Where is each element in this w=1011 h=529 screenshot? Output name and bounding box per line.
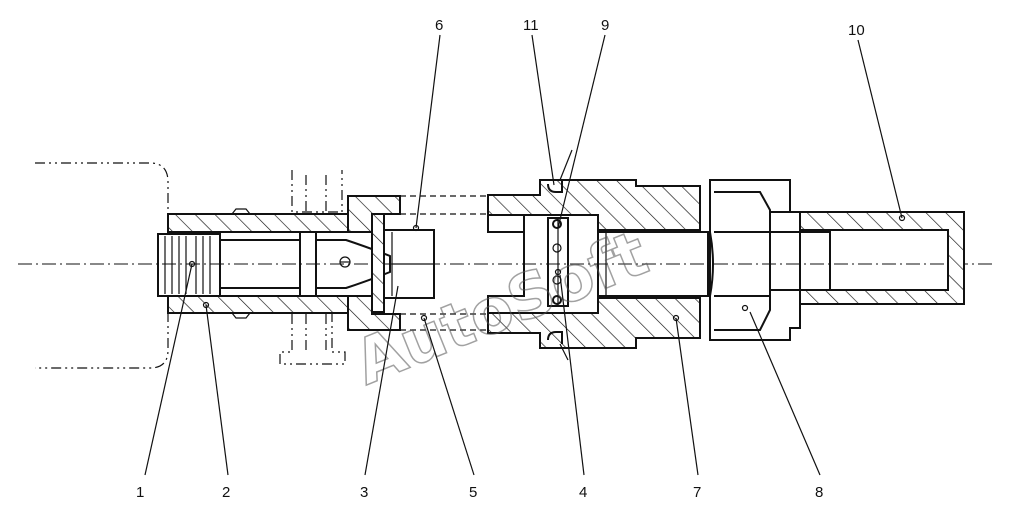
callout-label-1: 1 [136,484,144,501]
callout-label-4: 4 [579,484,587,501]
leader-line-7 [675,317,699,476]
leader-line-5 [423,317,475,476]
hex-nut [709,179,801,341]
callout-label-11: 11 [523,17,539,34]
leader-line-11 [531,34,555,186]
callout-label-9: 9 [601,17,609,34]
callout-label-2: 2 [222,484,230,501]
plunger-piston [157,233,301,297]
end-cap [769,211,965,305]
callout-label-8: 8 [815,484,823,501]
callouts: 1 2 3 4 5 6 7 8 9 10 11 [136,17,906,501]
valve-poppet [316,213,435,313]
callout-label-6: 6 [435,17,443,34]
leader-line-3 [364,285,399,476]
clamp-phantom [279,170,346,365]
leader-line-1 [144,263,193,476]
mounting-block-phantom [35,162,169,369]
callout-label-3: 3 [360,484,368,501]
spindle-shaft [597,231,709,297]
leader-line-6 [415,34,441,229]
leader-line-2 [205,304,229,476]
callout-label-7: 7 [693,484,701,501]
seal-assembly [547,149,573,361]
leader-line-9 [557,34,606,229]
leader-line-10 [857,39,903,219]
callout-label-10: 10 [848,22,865,39]
leader-line-8 [749,311,821,476]
callout-label-5: 5 [469,484,477,501]
leader-line-4 [559,274,585,476]
